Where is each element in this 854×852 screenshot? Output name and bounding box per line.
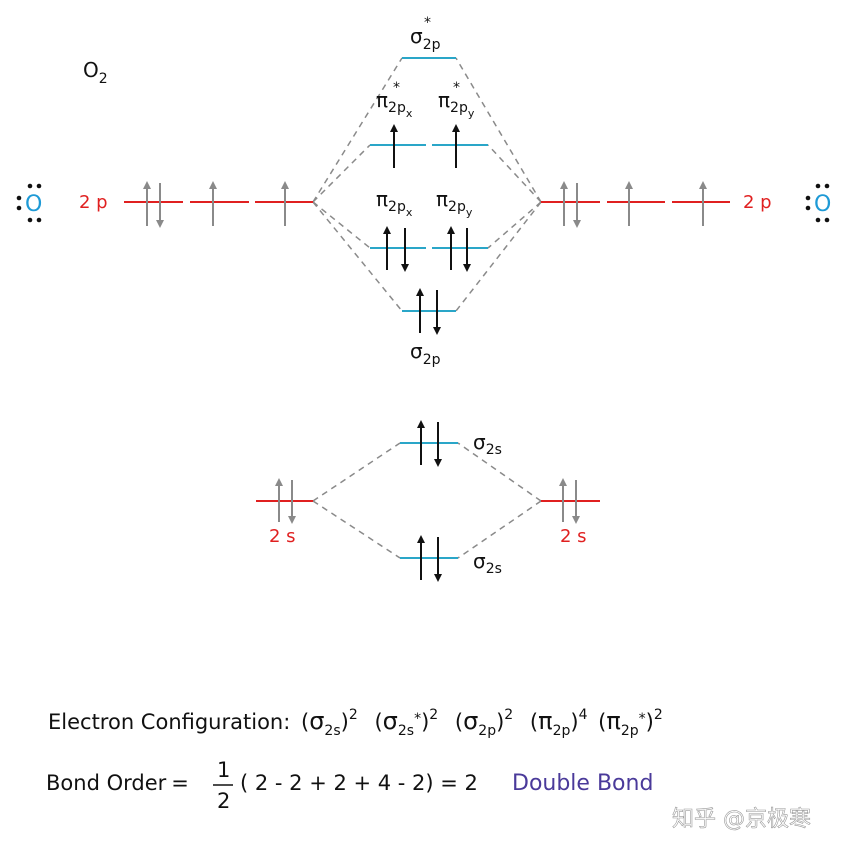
watermark: 知乎 @京极寒 bbox=[672, 807, 811, 832]
fraction-numerator: 1 bbox=[217, 758, 230, 782]
left-2p-label: 2 p bbox=[79, 192, 108, 213]
fraction-denominator: 2 bbox=[217, 789, 230, 813]
bond-order-label: Bond Order= bbox=[46, 771, 189, 795]
right-2p-levels bbox=[541, 181, 730, 228]
mo-label: π2py bbox=[436, 187, 473, 219]
molecule-label: O2 bbox=[83, 58, 108, 87]
mo-label: σ2p bbox=[410, 339, 441, 368]
mo-label: π2px bbox=[376, 187, 413, 219]
mo-sigma-2p-star: σ2p * bbox=[402, 15, 456, 59]
star-mark: * bbox=[424, 15, 431, 31]
correlation-lines bbox=[312, 57, 542, 559]
right-2s-level bbox=[541, 478, 600, 524]
right-oxygen-atom: O bbox=[805, 183, 831, 223]
bond-order-result: Double Bond bbox=[512, 771, 653, 796]
bond-order: Bond Order= 1 2 ( 2 - 2 + 2 + 4 - 2) = 2… bbox=[46, 758, 653, 813]
lone-pair-dots bbox=[805, 183, 830, 223]
mo-label: σ2p bbox=[410, 24, 441, 53]
star-mark: * bbox=[453, 80, 460, 96]
mo-sigma-2p: σ2p bbox=[402, 288, 456, 368]
mo-pi-2p: π2px π2py bbox=[370, 187, 488, 272]
left-atom-symbol: O bbox=[25, 192, 42, 217]
left-oxygen-atom: O bbox=[16, 183, 42, 223]
mo-pi-2p-star: π2px * π2py * bbox=[370, 80, 488, 168]
right-2p-label: 2 p bbox=[743, 192, 772, 213]
left-2s-label: 2 s bbox=[269, 526, 296, 547]
mo-sigma-2s-upper: σ2s bbox=[400, 420, 502, 467]
star-mark: * bbox=[393, 80, 400, 96]
bond-order-expression: ( 2 - 2 + 2 + 4 - 2) = 2 bbox=[240, 771, 478, 795]
left-2s-level bbox=[256, 478, 313, 524]
mo-label: σ2s bbox=[473, 549, 502, 577]
left-2p-levels bbox=[124, 181, 313, 228]
mo-label: π2py bbox=[438, 88, 475, 120]
right-2s-label: 2 s bbox=[560, 526, 587, 547]
mo-label: σ2s bbox=[473, 430, 502, 458]
right-atom-symbol: O bbox=[814, 192, 831, 217]
electron-configuration: Electron Configuration: (σ2s)2 (σ2s*)2 (… bbox=[48, 700, 663, 739]
mo-sigma-2s-lower: σ2s bbox=[400, 535, 502, 582]
lone-pair-dots bbox=[16, 183, 42, 223]
mo-label: π2px bbox=[376, 88, 413, 120]
